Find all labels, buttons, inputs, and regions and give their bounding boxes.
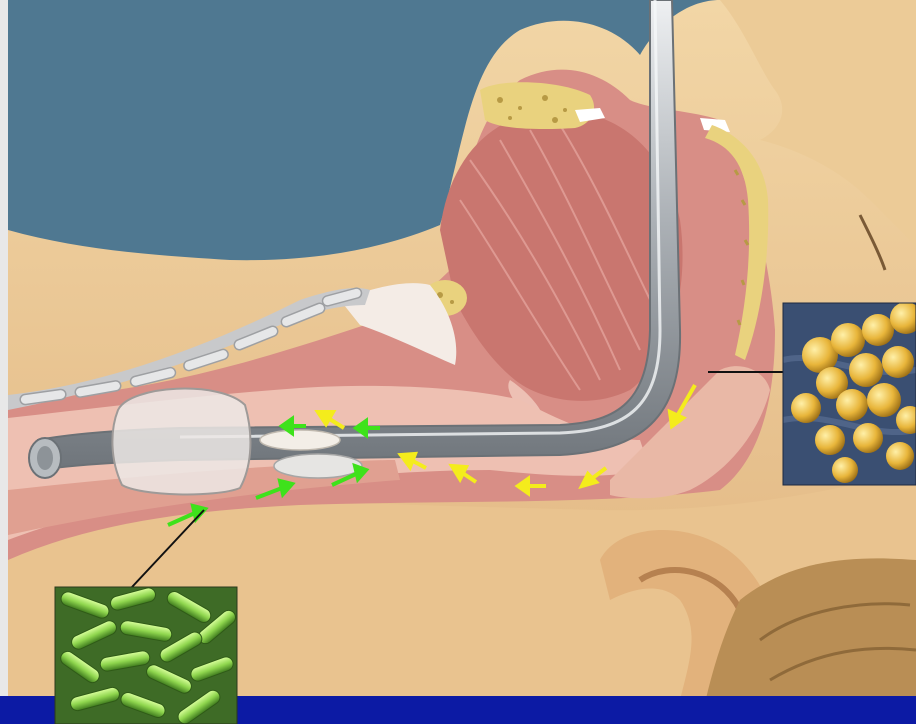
inset-cocci-bacteria [783,302,916,485]
left-frame-edge [0,0,8,724]
secretion-pool-lower [274,454,362,478]
secretion-pool-upper [260,430,340,450]
tube-tip-opening [37,446,53,470]
inset-rod-bacteria [55,586,238,724]
hyoid-spot [450,300,454,304]
tube-cuff [112,389,250,495]
